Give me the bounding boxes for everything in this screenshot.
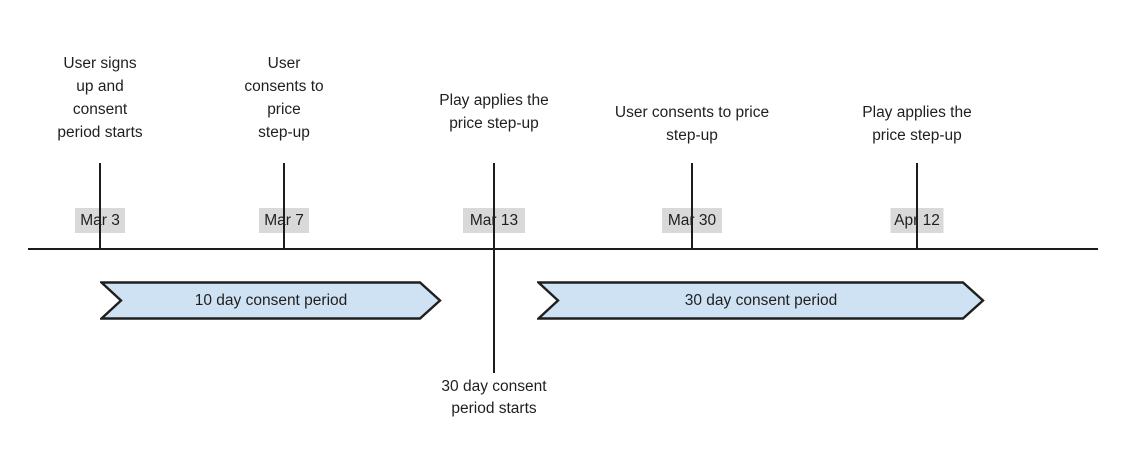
consent-period-banner-10day: 10 day consent period: [100, 281, 442, 320]
banner-label: 30 day consent period: [684, 291, 838, 309]
event-label: User consents to price step-up: [614, 104, 770, 144]
chevron-arrow-shape: [100, 281, 442, 320]
event-tick-line: [493, 163, 495, 373]
event-tick-line: [283, 163, 285, 250]
chevron-arrow-shape: [537, 281, 985, 320]
event-label: User signs up and consent period starts: [57, 55, 143, 141]
event-label: User consents to price step-up: [244, 55, 324, 141]
event-date: Mar 13: [469, 212, 519, 229]
timeline-axis: [28, 248, 1098, 250]
event-label: Play applies the price step-up: [439, 92, 549, 132]
consent-period-banner-30day: 30 day consent period: [537, 281, 985, 320]
event-date: Mar 3: [80, 212, 120, 229]
event-date: Apr 12: [894, 212, 940, 229]
event-tick-line: [691, 163, 693, 250]
event-date: Mar 7: [264, 212, 304, 229]
banner-label: 10 day consent period: [194, 291, 348, 309]
event-date: Mar 30: [667, 212, 717, 229]
event-tick-line: [99, 163, 101, 250]
footnote-label: 30 day consent period starts: [441, 378, 547, 417]
event-tick-line: [916, 163, 918, 250]
event-label: Play applies the price step-up: [862, 104, 972, 144]
